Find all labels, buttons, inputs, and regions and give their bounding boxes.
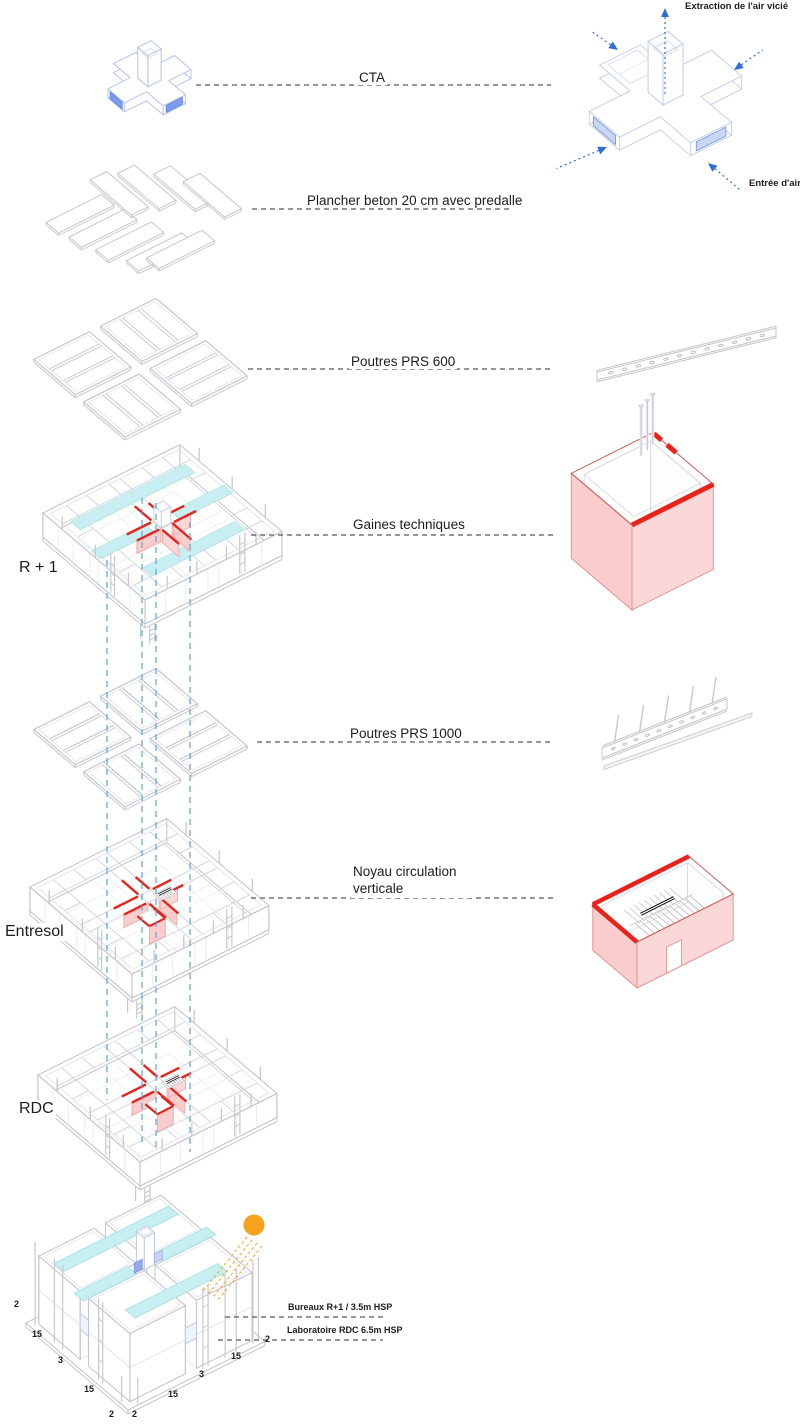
label-cta: CTA: [357, 70, 387, 85]
label-floor-r1: R + 1: [17, 559, 60, 577]
dim-left-3: 15: [84, 1384, 95, 1394]
dim-right-4: 2: [132, 1409, 138, 1419]
plancher-layer-drawing: [45, 164, 243, 275]
floor-entresol-drawing: [28, 817, 270, 1019]
dim-left-0: 2: [14, 1299, 20, 1309]
dim-right-0: 2: [265, 1334, 271, 1344]
prs600-beam-detail-drawing: [596, 325, 777, 383]
label-noyau: Noyau circulation verticale: [351, 864, 473, 898]
floor-r1-drawing: [41, 443, 283, 645]
floor-rdc-drawing: [36, 1005, 278, 1207]
label-gaines: Gaines techniques: [351, 517, 467, 532]
label-extraction: Extraction de l'air vicié: [683, 1, 791, 12]
leader-lines: [196, 84, 553, 1341]
cta-detail-drawing: [556, 8, 764, 192]
cta-unit-drawing: [107, 40, 192, 116]
label-poutres1000: Poutres PRS 1000: [348, 726, 464, 741]
label-bureaux: Bureaux R+1 / 3.5m HSP: [286, 1302, 395, 1312]
dim-left-2: 3: [58, 1355, 64, 1365]
prs1000-beam-detail-drawing: [601, 676, 753, 771]
stair-core-detail-drawing: [591, 854, 735, 990]
label-floor-rdc: RDC: [17, 1100, 56, 1118]
dim-right-3: 15: [168, 1389, 179, 1399]
vertical-guide-lines: [106, 498, 191, 1152]
dim-left-1: 15: [32, 1329, 43, 1339]
building-section-drawing: [24, 1194, 266, 1415]
label-floor-entresol: Entresol: [3, 923, 66, 941]
dim-right-1: 15: [231, 1351, 242, 1361]
label-entree: Entrée d'air: [747, 178, 800, 189]
dim-right-2: 3: [199, 1369, 205, 1379]
label-laboratoire: Laboratoire RDC 6.5m HSP: [285, 1325, 405, 1335]
gaines-box-detail-drawing: [570, 392, 715, 612]
label-plancher: Plancher beton 20 cm avec predalle: [305, 193, 525, 208]
poutres-prs1000-layer-drawing: [32, 667, 249, 811]
dim-left-4: 2: [109, 1409, 115, 1419]
sun-icon: [202, 1214, 265, 1301]
poutres-prs600-layer-drawing: [32, 297, 249, 441]
label-poutres600: Poutres PRS 600: [349, 354, 458, 369]
